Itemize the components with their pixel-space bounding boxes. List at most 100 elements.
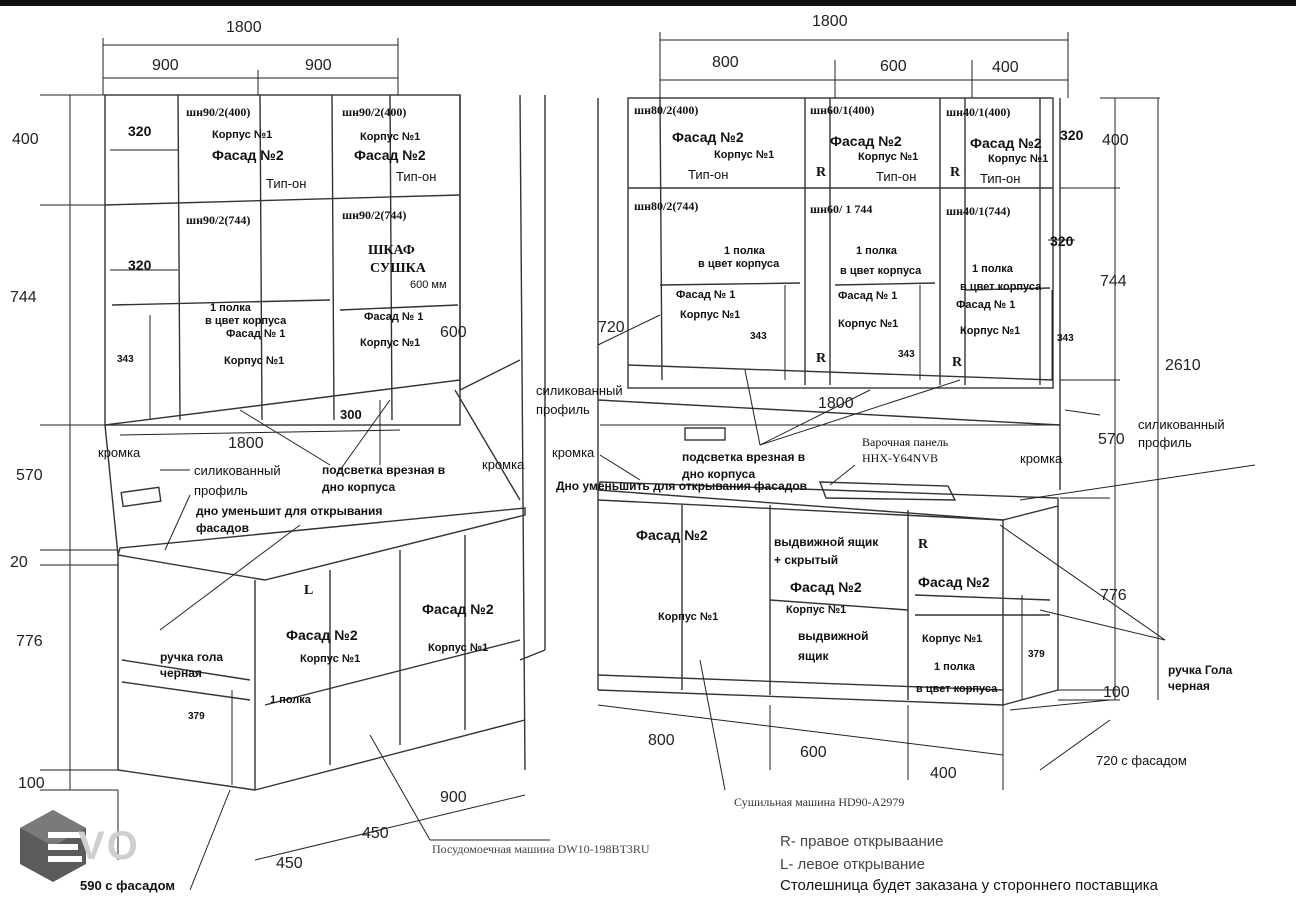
dim-570-right: 570 <box>1098 431 1125 448</box>
light-left-line2: дно корпуса <box>322 480 396 494</box>
facade1-lm2: Фасад № 1 <box>364 311 424 323</box>
korpus-rm1: Корпус №1 <box>680 309 741 321</box>
korpus-lu1: Корпус №1 <box>212 129 273 141</box>
dim-379-left: 379 <box>188 711 205 722</box>
dim-1800-mid-left: 1800 <box>228 435 264 452</box>
tipon-ru1: Тип-он <box>688 167 729 182</box>
l-mark: L <box>304 583 314 598</box>
cab-label-lm1: шн90/2(744) <box>186 213 251 227</box>
legend-right-open: R- правое открываание <box>780 833 944 850</box>
facade-ru1: Фасад №2 <box>672 129 744 145</box>
dryer-cabinet-line2: СУШКА <box>370 261 426 276</box>
dim-343-r3: 343 <box>1057 333 1074 344</box>
r-mark-rb3: R <box>918 537 929 552</box>
tipon-lu1: Тип-он <box>266 176 307 191</box>
cab-label-rm1: шн80/2(744) <box>634 199 699 213</box>
dim-600mm: 600 мм <box>410 279 447 291</box>
facade-ru2: Фасад №2 <box>830 133 902 149</box>
logo-text: VO <box>78 824 140 868</box>
facade-lb1: Фасад №2 <box>286 627 358 643</box>
dim-right-b: 600 <box>880 58 907 75</box>
bottom-reduce-right: Дно уменьшить для открывания фасадов <box>556 479 808 493</box>
left-upper-block <box>104 94 461 426</box>
shelf-rm2-line1: 1 полка <box>856 245 897 257</box>
top-border-bar <box>0 0 1296 6</box>
dim-600-bottom: 600 <box>800 744 827 761</box>
korpus-rm3: Корпус №1 <box>960 325 1021 337</box>
dim-20: 20 <box>10 554 28 571</box>
dim-right-c: 400 <box>992 59 1019 76</box>
korpus-ru1: Корпус №1 <box>714 149 775 161</box>
dim-720: 720 <box>598 319 625 336</box>
dim-left-a: 900 <box>152 57 179 74</box>
facade-rb3: Фасад №2 <box>918 574 990 590</box>
edge-note-right: кромка <box>552 445 595 460</box>
silicon-left-line2: профиль <box>194 483 248 498</box>
dim-720-facade: 720 с фасадом <box>1096 753 1187 768</box>
dim-320-top: 320 <box>128 123 152 139</box>
dim-400-bottom: 400 <box>930 765 957 782</box>
facade1-rm3: Фасад № 1 <box>956 299 1016 311</box>
facade-rb2: Фасад №2 <box>790 579 862 595</box>
facade1-lm1: Фасад № 1 <box>226 328 286 340</box>
dishwasher-note: Посудомоечная машина DW10-198BT3RU <box>432 842 650 856</box>
bottom-reduce-left-line2: фасадов <box>196 521 249 535</box>
drawer-hidden-line1: выдвижной ящик <box>774 535 879 549</box>
cab-label-ru3: шн40/1(400) <box>946 105 1011 119</box>
shelf-rb3-line2: в цвет корпуса <box>916 683 998 695</box>
evo-logo: VO <box>18 808 168 884</box>
shelf-rm3-line2: в цвет корпуса <box>960 281 1042 293</box>
r-mark-ru3: R <box>950 165 961 180</box>
korpus-rb3: Корпус №1 <box>922 633 983 645</box>
dim-343-left: 343 <box>117 354 134 365</box>
facade1-rm2: Фасад № 1 <box>838 290 898 302</box>
dim-320-mid: 320 <box>128 257 152 273</box>
dim-744-right: 744 <box>1100 273 1127 290</box>
bottom-reduce-left-line1: дно уменьшит для открывания <box>196 504 383 518</box>
shelf-rm3-line1: 1 полка <box>972 263 1013 275</box>
facade-lu1: Фасад №2 <box>212 147 284 163</box>
dim-744-left: 744 <box>10 289 37 306</box>
dim-450-b: 450 <box>276 855 303 872</box>
facade-rb1: Фасад №2 <box>636 527 708 543</box>
hexagon-logo-icon <box>20 810 86 882</box>
legend-countertop: Столешница будет заказана у стороннего п… <box>780 877 1159 894</box>
hob-line1: Варочная панель <box>862 435 949 449</box>
dim-left-b: 900 <box>305 57 332 74</box>
cab-label-ru2: шн60/1(400) <box>810 103 875 117</box>
dim-400-left: 400 <box>12 131 39 148</box>
hob-line2: HHX-Y64NVB <box>862 451 938 465</box>
dim-320-right-mid: 320 <box>1050 233 1074 249</box>
shelf-rm1-line2: в цвет корпуса <box>698 258 780 270</box>
dim-776-left: 776 <box>16 633 43 650</box>
facade-lb2: Фасад №2 <box>422 601 494 617</box>
r-mark-ru2: R <box>816 165 827 180</box>
silicon-left-line1: силикованный <box>194 463 281 478</box>
korpus-rm2: Корпус №1 <box>838 318 899 330</box>
gola-right-line1: ручка Гола <box>1168 663 1233 677</box>
drawer-line2: ящик <box>798 649 829 663</box>
shelf-rm1-line1: 1 полка <box>724 245 765 257</box>
dim-343-r2: 343 <box>898 349 915 360</box>
dim-right-total: 1800 <box>812 13 848 30</box>
silicon-mid-line2: профиль <box>536 402 590 417</box>
dim-left-total: 1800 <box>226 19 262 36</box>
dim-450-a: 450 <box>362 825 389 842</box>
korpus-lm2: Корпус №1 <box>360 337 421 349</box>
right-upper-block <box>627 97 1054 389</box>
tipon-lu2: Тип-он <box>396 169 437 184</box>
dim-2610: 2610 <box>1165 357 1201 374</box>
korpus-lu2: Корпус №1 <box>360 131 421 143</box>
dim-300: 300 <box>340 407 362 422</box>
dim-900-bottom: 900 <box>440 789 467 806</box>
korpus-rb1: Корпус №1 <box>658 611 719 623</box>
korpus-lb2: Корпус №1 <box>428 642 489 654</box>
dim-right-a: 800 <box>712 54 739 71</box>
dim-343-r1: 343 <box>750 331 767 342</box>
dim-600: 600 <box>440 324 467 341</box>
dim-400-right: 400 <box>1102 132 1129 149</box>
facade1-rm1: Фасад № 1 <box>676 289 736 301</box>
dim-800-bottom: 800 <box>648 732 675 749</box>
edge-note-far-right: кромка <box>1020 451 1063 466</box>
cab-label-lu2: шн90/2(400) <box>342 105 407 119</box>
